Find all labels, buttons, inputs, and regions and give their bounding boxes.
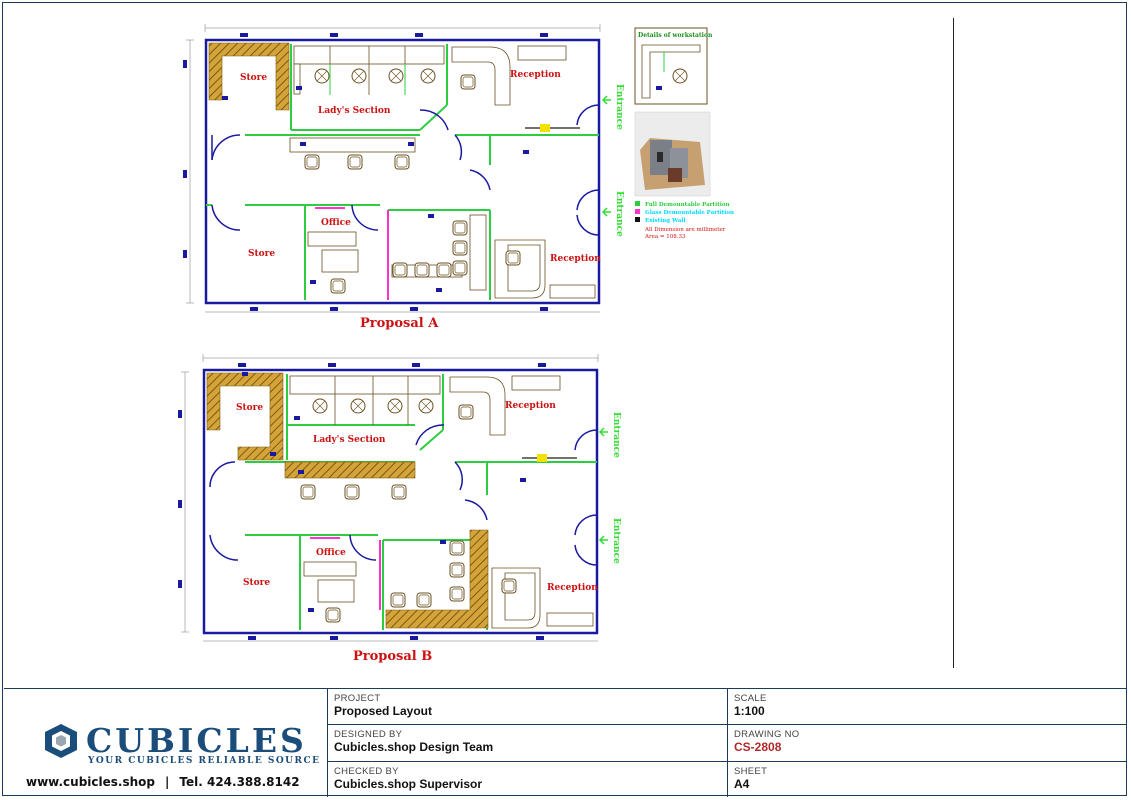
checked-value: Cubicles.shop Supervisor [334,777,483,791]
entrance-label: Entrance [614,84,624,130]
designed-value: Cubicles.shop Design Team [334,740,494,754]
room-label-store: Store [243,578,270,588]
room-label-reception: Reception [547,583,598,593]
plan-proposal-b: Store Lady's Section Reception Office St… [178,354,621,664]
sheet-field: SHEET A4 [728,762,1126,797]
room-label-reception: Reception [505,401,556,411]
margin-line [953,18,954,668]
brand-tagline: YOUR CUBICLES RELIABLE SOURCE [88,756,321,766]
website-link[interactable]: www.cubicles.shop [26,775,155,789]
contact-line: www.cubicles.shop|Tel. 424.388.8142 [26,775,300,789]
workstation-render [634,111,711,197]
drawing-no-value: CS-2808 [734,740,782,754]
legend-area: Area = 108.33 [644,234,686,240]
drawing-no-field: DRAWING NO CS-2808 [728,725,1126,762]
phone-number: Tel. 424.388.8142 [179,775,300,789]
scale-field: SCALE 1:100 [728,689,1126,725]
drawing-no-label: DRAWING NO [734,729,800,740]
title-block-fields: PROJECT Proposed Layout SCALE 1:100 DESI… [328,689,1126,797]
legend-item: Glass Demountable Partition [645,210,734,216]
plan-proposal-a: Store Lady's Section Reception Office St… [183,24,624,331]
detail-title: Details of workstation [638,32,713,39]
legend: Full Demountable Partition Glass Demount… [635,201,734,240]
sheet-value: A4 [734,777,750,791]
sheet-label: SHEET [734,766,768,777]
checked-field: CHECKED BY Cubicles.shop Supervisor [328,762,728,797]
checked-label: CHECKED BY [334,766,399,777]
designed-field: DESIGNED BY Cubicles.shop Design Team [328,725,728,762]
project-value: Proposed Layout [334,704,433,718]
workstation-detail: Details of workstation [634,27,713,105]
designed-label: DESIGNED BY [334,729,403,740]
room-label-office: Office [316,548,346,558]
scale-label: SCALE [734,693,767,704]
room-label-store: Store [248,249,275,259]
title-block: CUBICLES YOUR CUBICLES RELIABLE SOURCE w… [4,688,1126,797]
cube-logo-icon [45,723,77,758]
proposal-b-caption: Proposal B [353,649,432,664]
company-logo-area: CUBICLES YOUR CUBICLES RELIABLE SOURCE w… [4,689,328,797]
scale-value: 1:100 [734,704,765,718]
project-field: PROJECT Proposed Layout [328,689,728,725]
entrance-label: Entrance [614,191,624,237]
room-label-store: Store [236,403,263,413]
entrance-label: Entrance [611,518,621,564]
room-label-office: Office [321,218,351,228]
legend-note: All Dimension are millimeter [644,227,726,233]
room-label-ladies-section: Lady's Section [318,106,391,116]
room-label-store: Store [240,73,267,83]
legend-item: Existing Wall [645,218,686,224]
floor-plan-drawing: Store Lady's Section Reception Office St… [178,24,734,664]
proposal-a-caption: Proposal A [360,316,439,331]
legend-item: Full Demountable Partition [645,202,730,208]
room-label-ladies-section: Lady's Section [313,435,386,445]
project-label: PROJECT [334,693,381,704]
entrance-label: Entrance [611,412,621,458]
brand-name: CUBICLES [86,721,307,760]
room-label-reception: Reception [510,70,561,80]
company-logo: CUBICLES [44,721,307,760]
room-label-reception: Reception [550,254,601,264]
